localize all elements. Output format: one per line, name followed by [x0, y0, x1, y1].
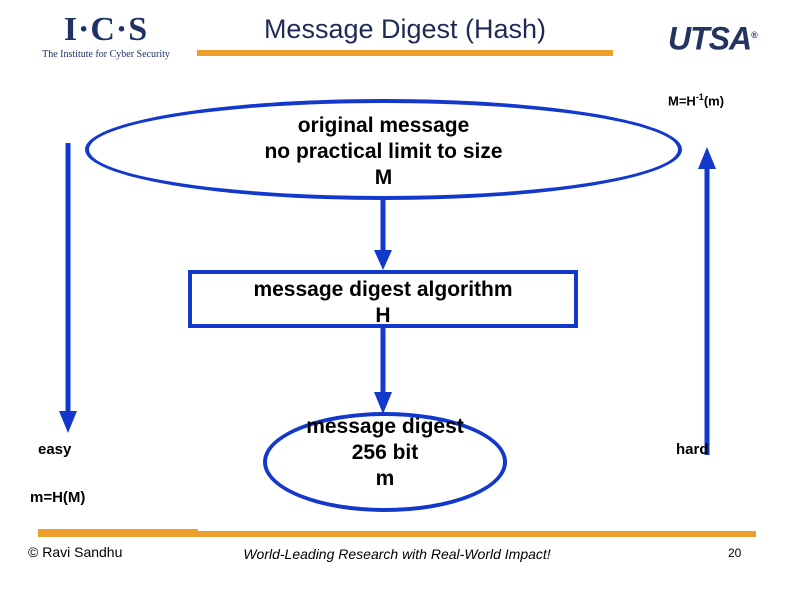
easy-direction-label: easy: [38, 441, 72, 458]
message-digest-line-1: message digest: [306, 415, 464, 438]
utsa-logo: UTSA®: [668, 18, 758, 57]
arrow-hard-direction-up-icon: [698, 147, 716, 455]
footer-rule: [38, 531, 756, 537]
footer-copyright: © Ravi Sandhu: [28, 544, 123, 560]
footer-rule-accent: [38, 529, 198, 537]
footer-tagline: World-Leading Research with Real-World I…: [243, 546, 551, 562]
arrow-message-to-algorithm-icon: [374, 200, 392, 270]
title-underline-rule: [197, 50, 613, 56]
page-number: 20: [728, 546, 742, 560]
inverse-hash-formula-base: M=H: [668, 93, 696, 109]
inverse-hash-formula-exponent: -1: [695, 92, 704, 102]
ics-logo-tagline: The Institute for Cyber Security: [42, 49, 170, 60]
message-digest-label: message digest 256 bit m: [263, 414, 507, 492]
message-digest-ellipse: [263, 412, 507, 512]
original-message-label: original message no practical limit to s…: [85, 113, 682, 191]
hard-direction-label: hard: [676, 441, 709, 458]
original-message-ellipse: [85, 99, 682, 200]
message-digest-line-3: m: [375, 467, 395, 490]
original-message-line-2: no practical limit to size: [264, 140, 503, 163]
message-digest-line-2: 256 bit: [351, 441, 419, 464]
ics-logo-mark: I·C·S: [63, 11, 149, 48]
inverse-hash-formula: M=H-1(m): [668, 92, 724, 108]
hash-algorithm-label: message digest algorithm H: [188, 277, 578, 329]
forward-hash-formula: m=H(M): [30, 489, 86, 506]
original-message-line-1: original message: [297, 114, 470, 137]
arrow-algorithm-to-digest-icon: [374, 328, 392, 414]
original-message-line-3: M: [374, 166, 393, 189]
hash-algorithm-box: [188, 270, 578, 328]
inverse-hash-formula-arg: (m): [703, 93, 725, 109]
arrow-easy-direction-down-icon: [59, 143, 77, 433]
ics-logo: I·C·S The Institute for Cyber Security: [26, 12, 186, 64]
registered-trademark-icon: ®: [751, 30, 758, 40]
hash-algorithm-line-2: H: [375, 304, 391, 327]
utsa-logo-mark: UTSA: [668, 20, 752, 57]
page-title: Message Digest (Hash): [263, 14, 547, 44]
hash-algorithm-line-1: message digest algorithm: [253, 278, 513, 301]
